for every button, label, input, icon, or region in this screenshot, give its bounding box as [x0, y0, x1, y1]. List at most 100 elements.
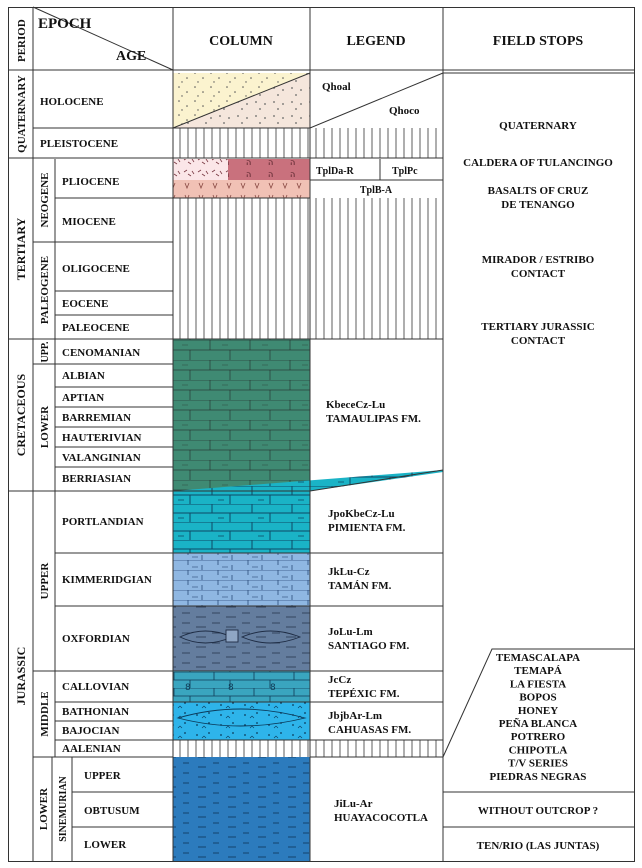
sub-epoch-sinemurian: SINEMURIAN — [58, 775, 69, 841]
tamaulipas-base-diagonal — [309, 469, 444, 492]
legend-kbece-name: TAMAULIPAS FM. — [326, 413, 421, 425]
svg-text:8: 8 — [228, 683, 234, 693]
legend-tplb: TplB-A — [360, 185, 393, 196]
legend-jc-name: TEPÉXIC FM. — [328, 688, 400, 700]
age-eocene: EOCENE — [62, 298, 108, 310]
pleistocene-hatch — [173, 128, 443, 158]
header-field-stops: FIELD STOPS — [493, 34, 584, 49]
legend-kbece-code: KbeceCz-Lu — [326, 399, 385, 411]
age-sinemurian-lower: LOWER — [84, 839, 127, 851]
stop-ten-rio: TEN/RIO (LAS JUNTAS) — [477, 840, 600, 852]
header-text: PERIOD EPOCH AGE COLUMN LEGEND FIELD STO… — [16, 16, 583, 64]
svg-text:8: 8 — [270, 683, 276, 693]
taman-fill — [173, 553, 310, 606]
field-stop-labels: QUATERNARY CALDERA OF TULANCINGO BASALTS… — [463, 120, 613, 852]
stop-mirador-line2: CONTACT — [511, 268, 566, 280]
age-aalenian: AALENIAN — [62, 743, 121, 755]
aalenian-hatch — [173, 740, 443, 757]
legend-tplda: TplDa-R — [316, 166, 355, 177]
legend-tplpc: TplPc — [392, 166, 418, 177]
field-stop-item: CHIPOTLA — [509, 744, 568, 756]
header-epoch: EPOCH — [38, 16, 92, 32]
sub-epoch-upp: UPP. — [40, 341, 51, 363]
stop-quaternary: QUATERNARY — [499, 120, 577, 132]
santiago-fill — [173, 606, 310, 671]
field-stop-item: LA FIESTA — [510, 678, 566, 690]
legend-jbj-code: JbjbAr-Lm — [328, 710, 382, 722]
age-sinemurian-upper: UPPER — [84, 770, 122, 782]
age-callovian: CALLOVIAN — [62, 681, 129, 693]
age-oxfordian: OXFORDIAN — [62, 633, 130, 645]
legend-jc-code: JcCz — [328, 674, 351, 686]
tertiary-hatch — [173, 198, 443, 339]
period-quaternary: QUATERNARY — [16, 75, 28, 153]
field-stop-item: HONEY — [518, 705, 558, 717]
age-pliocene: PLIOCENE — [62, 176, 119, 188]
santiago-lens-symbols — [178, 629, 302, 644]
header-column: COLUMN — [209, 34, 273, 49]
sub-epoch-labels: NEOGENE PALEOGENE UPP. LOWER UPPER MIDDL… — [38, 172, 69, 841]
cahuasas-lens-symbol — [176, 708, 307, 727]
stop-tj-line2: CONTACT — [511, 335, 566, 347]
stop-without-outcrop: WITHOUT OUTCROP ? — [478, 805, 598, 817]
legend-labels: Qhoal Qhoco TplDa-R TplPc TplB-A KbeceCz… — [316, 81, 428, 824]
legend-ji-name: HUAYACOCOTLA — [334, 812, 428, 824]
age-bathonian: BATHONIAN — [62, 706, 129, 718]
age-pleistocene: PLEISTOCENE — [40, 138, 118, 150]
age-hauterivian: HAUTERIVIAN — [62, 432, 142, 444]
grid-lines — [8, 6, 635, 862]
field-stop-item: PEÑA BLANCA — [499, 718, 578, 730]
legend-jk-code: JkLu-Cz — [328, 566, 370, 578]
age-portlandian: PORTLANDIAN — [62, 516, 144, 528]
legend-jbj-name: CAHUASAS FM. — [328, 724, 411, 736]
sub-epoch-paleogene: PALEOGENE — [39, 256, 51, 324]
header-period: PERIOD — [16, 19, 28, 62]
sub-epoch-neogene: NEOGENE — [39, 172, 51, 227]
age-cenomanian: CENOMANIAN — [62, 347, 140, 359]
cahuasas-fill — [173, 702, 310, 740]
field-stop-item: BOPOS — [519, 692, 556, 704]
age-aptian: APTIAN — [62, 392, 104, 404]
legend-jpo-code: JpoKbeCz-Lu — [328, 508, 395, 520]
age-kimmeridgian: KIMMERIDGIAN — [62, 574, 152, 586]
period-tertiary: TERTIARY — [14, 217, 28, 280]
field-stop-item: TEMAPÁ — [514, 665, 562, 677]
huayacocotla-fill — [173, 757, 310, 861]
header-legend: LEGEND — [346, 34, 405, 49]
field-stop-item: TEMASCALAPA — [496, 652, 580, 664]
tepexic-fossil-symbols: 8 8 8 — [185, 683, 276, 693]
legend-jo-code: JoLu-Lm — [328, 626, 373, 638]
stop-caldera: CALDERA OF TULANCINGO — [463, 157, 613, 169]
age-valanginian: VALANGINIAN — [62, 452, 141, 464]
legend-jpo-name: PIMIENTA FM. — [328, 522, 406, 534]
age-berriasian: BERRIASIAN — [62, 473, 131, 485]
field-stop-item: T/V SERIES — [508, 758, 568, 770]
age-oligocene: OLIGOCENE — [62, 263, 130, 275]
pliocene-red-fill — [228, 159, 310, 180]
pliocene-pink-fill — [173, 180, 310, 198]
age-barremian: BARREMIAN — [62, 412, 131, 424]
age-paleocene: PALEOCENE — [62, 322, 130, 334]
period-cretaceous: CRETACEOUS — [14, 373, 28, 456]
sub-epoch-jurassic-middle: MIDDLE — [39, 691, 51, 736]
pliocene-ticks-fill — [173, 159, 228, 180]
age-miocene: MIOCENE — [62, 216, 116, 228]
period-jurassic: JURASSIC — [14, 647, 28, 706]
svg-text:8: 8 — [185, 683, 191, 693]
age-labels: HOLOCENE PLEISTOCENE PLIOCENE MIOCENE OL… — [40, 96, 152, 851]
stop-tj-line1: TERTIARY JURASSIC — [481, 321, 594, 333]
legend-jo-name: SANTIAGO FM. — [328, 640, 410, 652]
legend-qhoal: Qhoal — [322, 81, 351, 93]
age-obtusum: OBTUSUM — [84, 805, 140, 817]
sub-epoch-jurassic-lower: LOWER — [38, 787, 50, 830]
field-stop-item: POTRERO — [511, 731, 566, 743]
column-fills — [172, 72, 444, 861]
period-labels: QUATERNARY TERTIARY CRETACEOUS JURASSIC — [14, 75, 28, 705]
legend-qhoco: Qhoco — [389, 105, 420, 117]
sub-epoch-jurassic-upper: UPPER — [39, 562, 51, 600]
tamaulipas-fill — [173, 339, 310, 491]
stop-mirador-line1: MIRADOR / ESTRIBO — [482, 254, 595, 266]
sub-epoch-cretaceous-lower: LOWER — [39, 405, 51, 448]
